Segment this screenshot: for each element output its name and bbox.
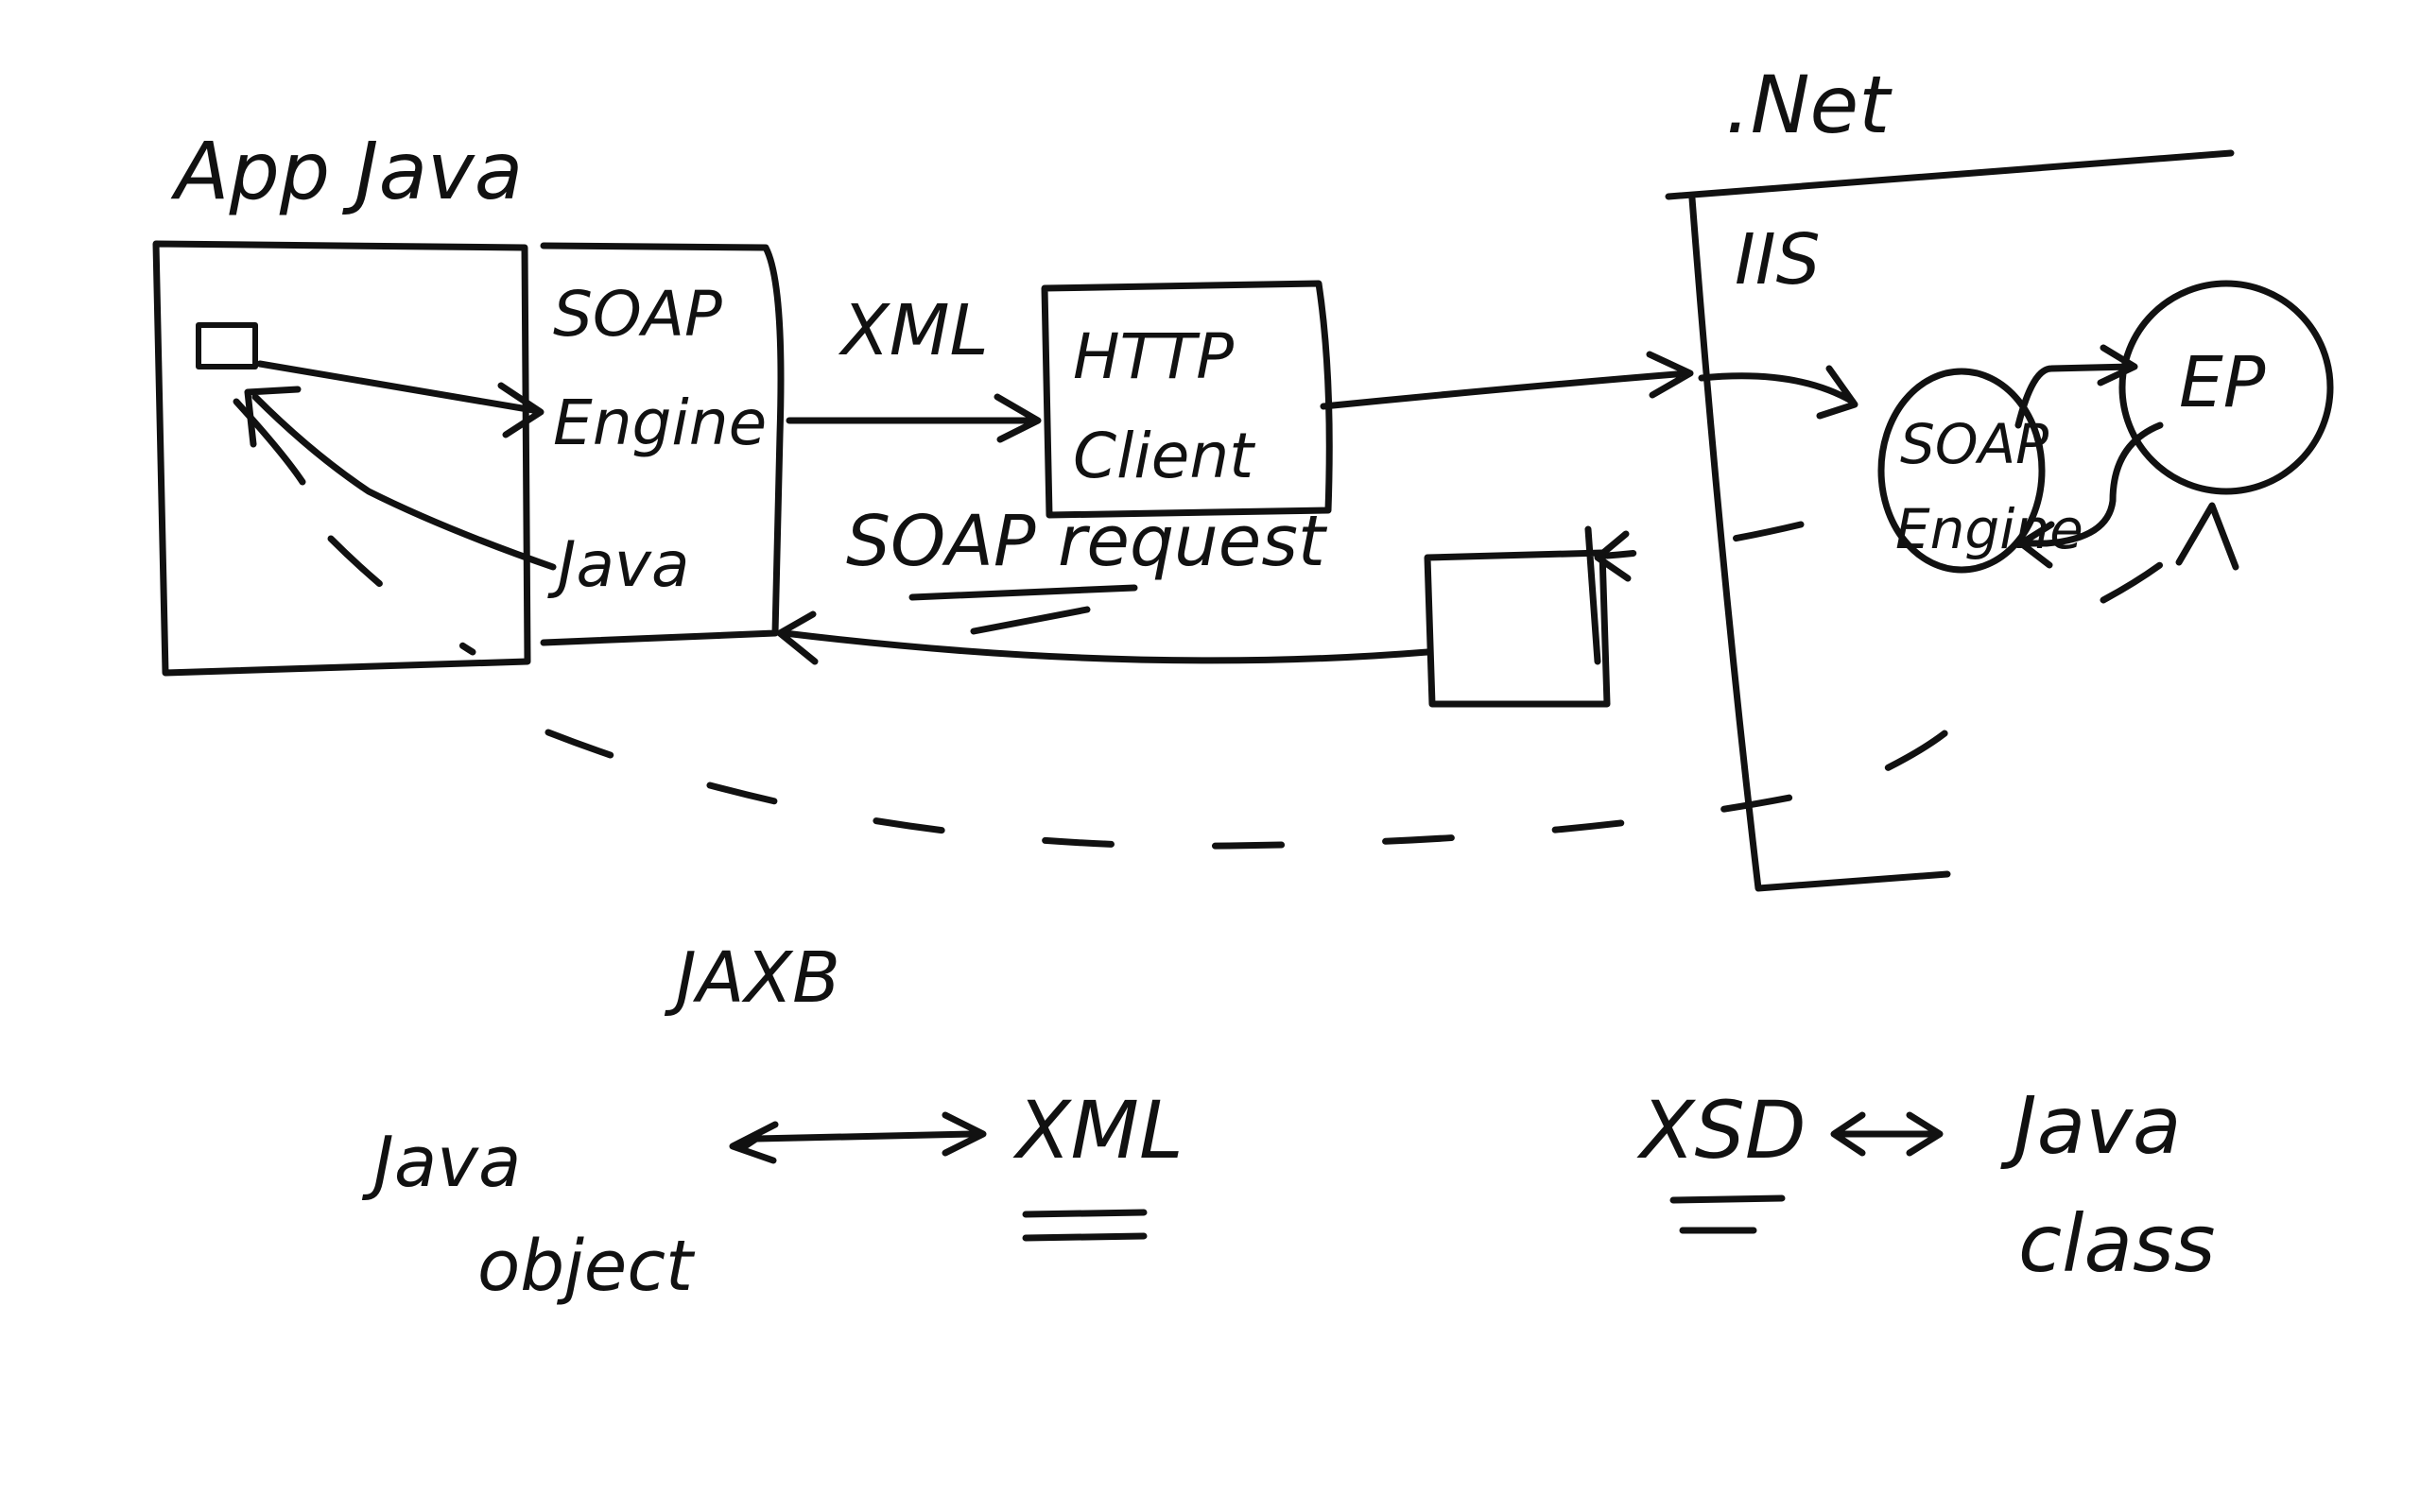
- app-java-group: App Java: [152, 125, 531, 677]
- soap-engine-java-box: [540, 242, 785, 646]
- ep-circle: [2118, 280, 2334, 495]
- iis-frame: [1665, 149, 2235, 892]
- xsd-underline-1: [1669, 1194, 1786, 1204]
- soap-engine-net-line2: Engine: [1895, 497, 2083, 561]
- xml-arrow-label: XML: [838, 290, 989, 371]
- soap-to-ep-arrow: [2014, 344, 2138, 429]
- soap-engine-java-line1: SOAP: [553, 278, 722, 351]
- soap-request-underline-1: [908, 584, 1138, 601]
- java-object-line2: object: [477, 1226, 696, 1307]
- http-client-line2: Client: [1073, 420, 1255, 492]
- object-swoosh-dashed: [327, 535, 476, 656]
- xsd-class-double-arrow: [1830, 1111, 1944, 1157]
- object-to-engine-arrow: [256, 360, 544, 438]
- engine-to-object-arrow: [244, 386, 557, 571]
- xml-bottom-underline-1: [1022, 1209, 1148, 1218]
- xsd-label: XSD: [1636, 1084, 1806, 1177]
- soap-engine-net-group: SOAP Engine: [1877, 368, 2083, 574]
- iis-label: IIS: [1735, 219, 1821, 301]
- object-swoosh-line: [233, 398, 306, 486]
- dotnet-group: .Net IIS: [1665, 59, 2235, 892]
- engine-to-http-arrow: [786, 393, 1042, 443]
- java-object-line1: Java: [361, 1122, 521, 1203]
- java-class-line2: class: [2018, 1197, 2216, 1290]
- http-to-iis-arrow: [1320, 351, 1694, 410]
- response-to-java-arrow: [776, 610, 1431, 665]
- java-class-line1: Java: [2000, 1079, 2181, 1172]
- iis-to-soap-engine-arrow: [1698, 365, 1858, 420]
- response-arrowhead: [1594, 530, 1632, 582]
- app-java-title: App Java: [170, 125, 523, 217]
- response-box: [1424, 525, 1611, 708]
- soap-engine-net-line1: SOAP: [1900, 412, 2048, 476]
- xml-bottom-label: XML: [1012, 1084, 1184, 1177]
- soap-engine-java-line3: Java: [547, 528, 689, 601]
- dotnet-title: .Net: [1725, 59, 1893, 151]
- java-xml-double-arrow: [729, 1111, 987, 1164]
- ep-to-soap-arrow: [2017, 421, 2164, 569]
- http-client-group: HTTP Client: [1041, 280, 1333, 519]
- http-client-line1: HTTP: [1073, 320, 1234, 393]
- ep-dashed-up-arrow: [2100, 525, 2206, 604]
- app-java-box: [152, 240, 531, 677]
- http-client-box: [1041, 280, 1333, 519]
- ep-group: EP: [2118, 280, 2334, 495]
- app-object-square: [196, 322, 258, 369]
- soap-to-response-dashed: [1603, 521, 1805, 559]
- soap-engine-java-line2: Engine: [553, 387, 767, 459]
- ep-label: EP: [2179, 342, 2266, 423]
- soap-request-label: SOAP request: [846, 501, 1328, 582]
- soap-request-underline-2: [970, 606, 1091, 635]
- ep-dashed-arrowhead: [2175, 502, 2239, 571]
- xml-bottom-underline-2: [1022, 1232, 1148, 1242]
- soap-engine-java-group: SOAP Engine Java: [540, 242, 785, 646]
- soap-engine-net-circle: [1877, 368, 2046, 574]
- jaxb-label: JAXB: [664, 937, 840, 1019]
